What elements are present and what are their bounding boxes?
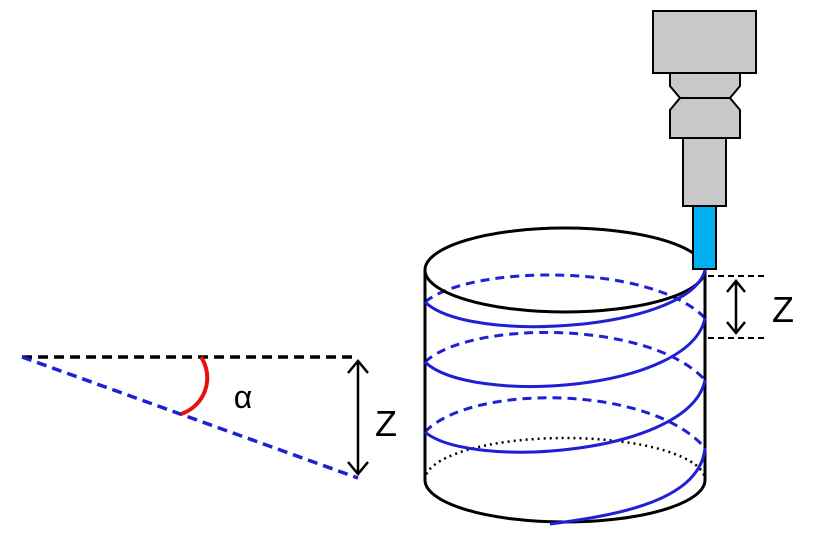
helix-visible-segments [423,269,707,526]
triangle-slope-line [21,355,359,480]
cylinder-workpiece [423,226,707,526]
cylinder-top-ellipse [423,226,707,314]
cylinder-bottom-hidden-edge [423,436,707,481]
spindle-tool-icon [652,10,757,270]
tool-cutter-tip [692,205,717,270]
angle-triangle: α Z [21,355,397,480]
triangle-z-label: Z [375,403,397,444]
alpha-angle-arc [180,355,210,416]
pitch-arrow-head-up [726,279,746,293]
spindle-collar-lower [669,97,741,139]
spindle-head [652,10,757,74]
pitch-arrow-head-down [726,321,746,335]
tool-holder-shank [682,137,727,207]
alpha-label: α [234,379,253,415]
pitch-z-label: Z [772,289,794,330]
spindle-collar-upper [669,72,741,99]
cylinder-bottom-front-edge [423,479,707,524]
triangle-z-arrow [347,359,369,476]
pitch-z-dimension [708,275,765,339]
